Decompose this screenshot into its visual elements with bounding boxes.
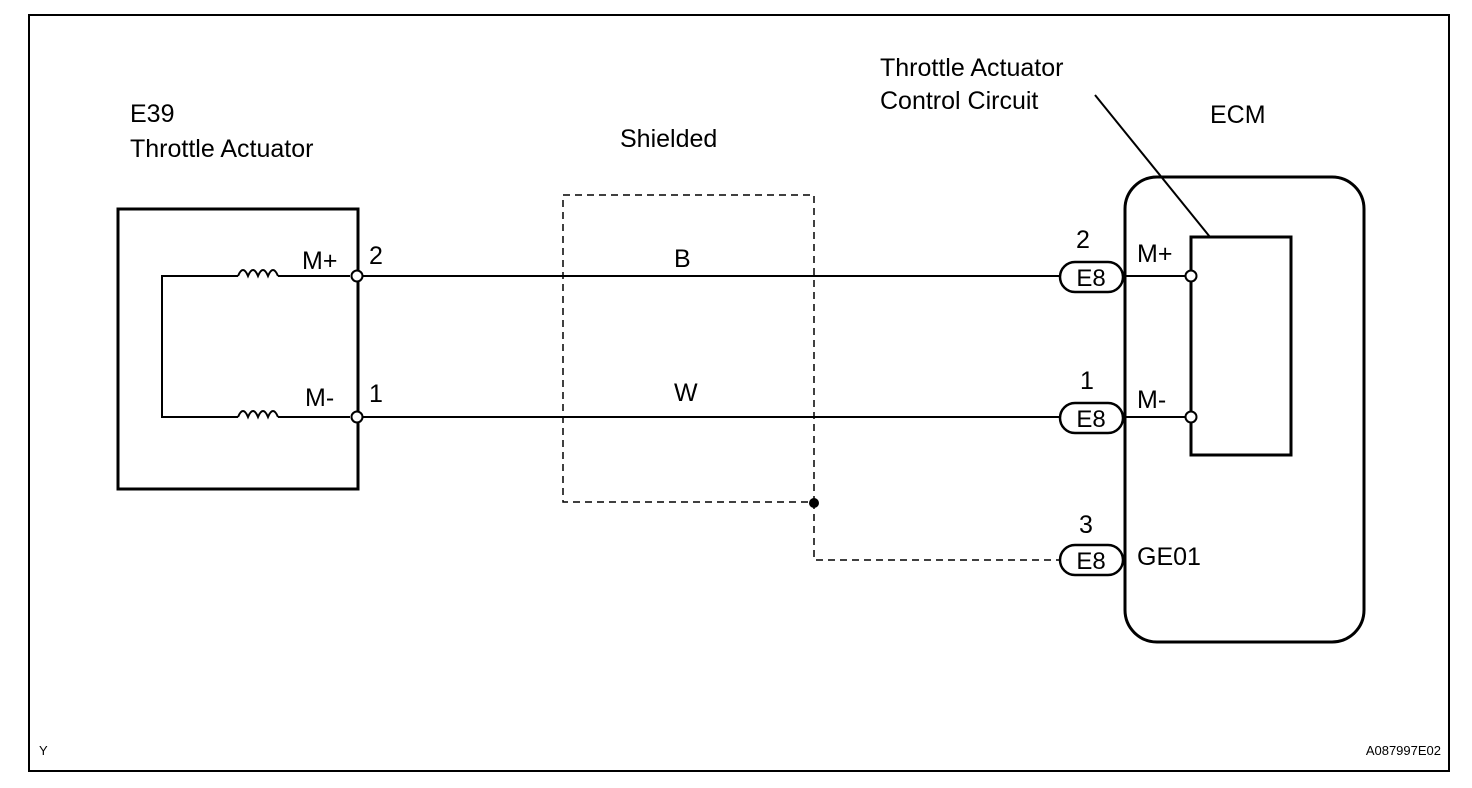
motor-coil-icon xyxy=(237,410,350,420)
connector-code: E8 xyxy=(1076,265,1105,292)
actuator-code: E39 xyxy=(130,100,174,128)
connector-e8-icon xyxy=(1058,543,1125,577)
actuator-name: Throttle Actuator xyxy=(130,135,313,163)
ecm-terminal-label: M+ xyxy=(1137,240,1172,268)
figure-id: A087997E02 xyxy=(1366,743,1441,758)
shield-ground-wire xyxy=(813,502,1060,561)
wire-color-label: W xyxy=(674,379,698,407)
actuator-pin-number: 1 xyxy=(369,380,383,408)
connector-pin-number: 3 xyxy=(1079,511,1093,539)
ecm-terminal-label: M- xyxy=(1137,386,1166,414)
circuit-leader-line xyxy=(1094,94,1211,238)
connector-pin-number: 2 xyxy=(1076,226,1090,254)
connector-code: E8 xyxy=(1076,548,1105,575)
actuator-internal-wire xyxy=(161,275,238,418)
connector-pin-number: 1 xyxy=(1080,367,1094,395)
wire-color-label: B xyxy=(674,245,691,273)
circuit-label-line1: Throttle Actuator xyxy=(880,54,1063,82)
actuator-pin-number: 2 xyxy=(369,242,383,270)
shield-label: Shielded xyxy=(620,125,717,153)
footer-left-code: Y xyxy=(39,743,48,758)
shield-box xyxy=(562,194,815,503)
shield-junction-dot xyxy=(809,498,819,508)
actuator-box xyxy=(116,207,360,491)
ecm-terminal-label: GE01 xyxy=(1137,543,1201,571)
actuator-terminal-label: M- xyxy=(305,384,334,412)
terminal-circle-icon xyxy=(350,410,364,424)
diagram-frame xyxy=(28,14,1450,772)
terminal-circle-icon xyxy=(1184,410,1198,424)
actuator-terminal-label: M+ xyxy=(302,247,337,275)
connector-code: E8 xyxy=(1076,406,1105,433)
ecm-box xyxy=(1123,175,1366,644)
circuit-label-line2: Control Circuit xyxy=(880,87,1038,115)
terminal-circle-icon xyxy=(1184,269,1198,283)
motor-coil-icon xyxy=(237,269,350,279)
terminal-circle-icon xyxy=(350,269,364,283)
connector-e8-icon xyxy=(1058,401,1125,435)
ecm-title: ECM xyxy=(1210,101,1266,129)
connector-e8-icon xyxy=(1058,260,1125,294)
control-circuit-box xyxy=(1189,235,1293,457)
